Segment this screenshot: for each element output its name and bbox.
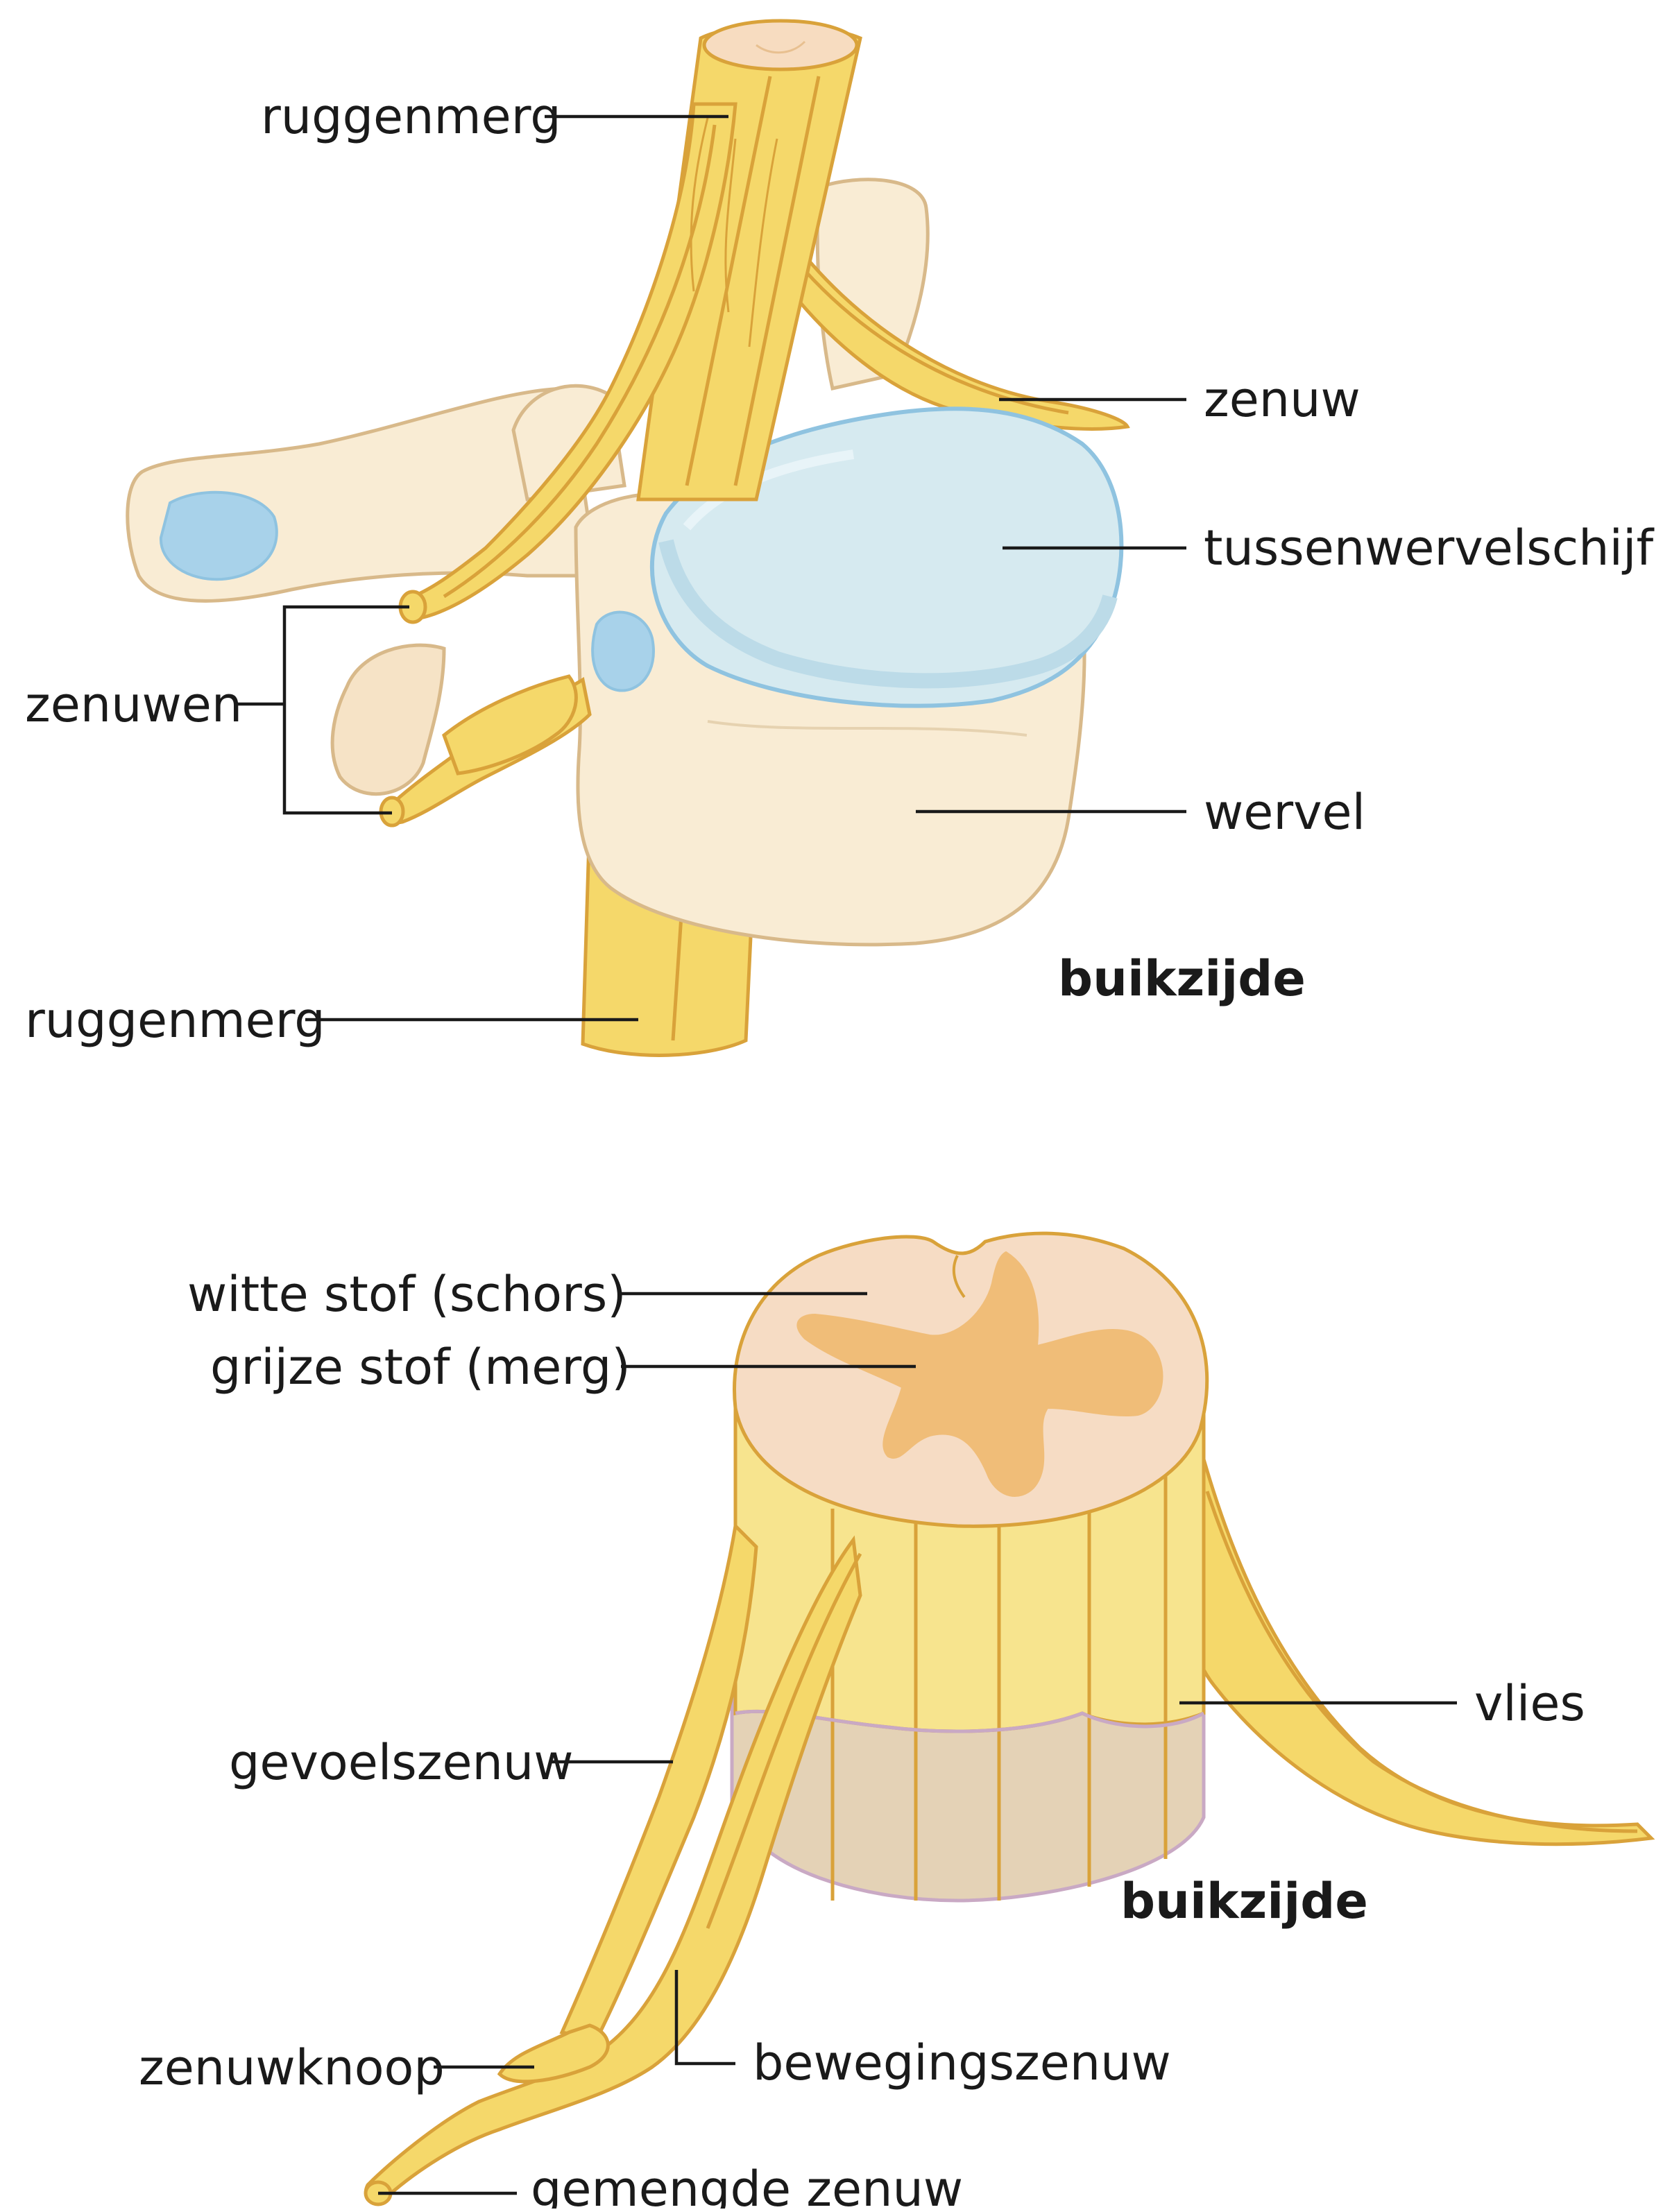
label-white-matter: witte stof (schors) (187, 1266, 626, 1323)
label-intervertebral-disc: tussenwervelschijf (1204, 520, 1654, 576)
label-sensory-nerve: gevoelszenuw (229, 1734, 574, 1791)
vertebra-illustration (128, 21, 1127, 1055)
label-spinal-cord-top: ruggenmerg (261, 88, 561, 145)
articular-process-lower (332, 645, 444, 794)
label-vertebra: wervel (1204, 784, 1365, 841)
label-motor-nerve: bewegingszenuw (753, 2034, 1171, 2091)
label-ganglion: zenuwknoop (139, 2039, 445, 2096)
label-ventral-top: buikzijde (1058, 950, 1306, 1007)
label-spinal-cord-bottom: ruggenmerg (25, 992, 325, 1049)
spinal-cord-cut-surface (704, 21, 857, 69)
label-nerves: zenuwen (25, 676, 242, 733)
label-grey-matter: grijze stof (merg) (210, 1339, 631, 1396)
label-mixed-nerve: gemengde zenuw (531, 2161, 963, 2209)
articular-facet-left (161, 492, 277, 580)
label-nerve: zenuw (1204, 371, 1361, 428)
right-nerve-bundle-shape (1182, 1422, 1651, 1844)
label-ventral-bottom: buikzijde (1120, 1873, 1368, 1930)
foramen-facet (592, 612, 654, 691)
label-membrane: vlies (1474, 1675, 1585, 1732)
